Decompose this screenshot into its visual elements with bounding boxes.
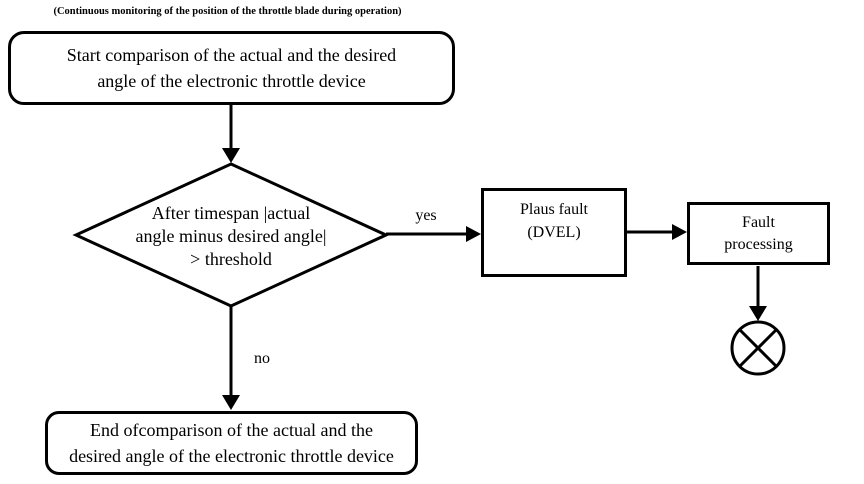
node-start-line-1: Start comparison of the actual and the d… [66,45,397,65]
node-decision-threshold: After timespan |actual angle minus desir… [111,202,351,271]
node-decision-line-1: After timespan |actual [151,203,311,223]
node-end-comparison: End ofcomparison of the actual and the d… [45,411,418,475]
arrow-yes-decision-to-plaus-fault [386,226,481,242]
node-plaus-fault-line-2: (DVEL) [527,224,581,241]
node-plaus-fault-line-1: Plaus fault [520,201,588,218]
node-fault-processing-line-1: Fault [742,213,775,231]
crossed-circle-connector-icon [730,320,786,376]
node-start-comparison: Start comparison of the actual and the d… [8,31,455,105]
node-end-line-2: desired angle of the electronic throttle… [69,446,394,466]
arrow-fault-processing-to-connector [749,266,767,321]
node-decision-line-2: angle minus desired angle| [135,226,327,246]
edge-label-yes: yes [415,207,437,224]
node-plaus-fault: Plaus fault (DVEL) [481,188,627,277]
node-decision-line-3: > threshold [190,249,272,269]
node-start-line-2: angle of the electronic throttle device [97,71,366,91]
arrow-start-to-decision [222,105,240,163]
node-end-line-1: End ofcomparison of the actual and the [90,420,373,440]
edge-label-no: no [254,350,270,367]
arrow-no-decision-to-end [222,306,240,410]
arrow-plaus-fault-to-fault-processing [627,224,687,240]
node-fault-processing: Fault processing [687,202,830,265]
diagram-caption: (Continuous monitoring of the position o… [53,6,402,17]
node-fault-processing-line-2: processing [724,235,793,253]
